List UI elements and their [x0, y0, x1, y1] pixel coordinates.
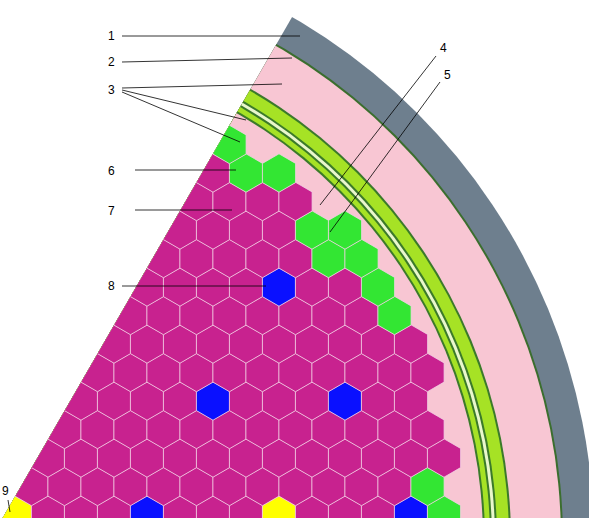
thin-liner [0, 0, 563, 518]
leader-line [330, 82, 440, 232]
band-line [0, 33, 497, 518]
leader-line [122, 92, 240, 142]
reflector-band [0, 0, 561, 518]
leader-line [320, 56, 436, 205]
band-line [0, 19, 511, 518]
gap-band [0, 35, 495, 518]
core-region [0, 47, 483, 518]
green-band [0, 21, 509, 518]
green-assembly [262, 154, 295, 192]
leader-line [135, 210, 232, 211]
callout-number: 5 [444, 68, 451, 82]
callout-number: 4 [440, 41, 447, 55]
leader-line [8, 500, 10, 512]
leader-lines [8, 36, 440, 512]
callout-number: 8 [108, 279, 115, 293]
callout-number: 7 [108, 204, 115, 218]
callout-number: 6 [108, 164, 115, 178]
leader-line [135, 170, 236, 171]
leader-line [122, 90, 246, 120]
green-assembly [213, 125, 246, 163]
band-line [0, 45, 485, 518]
band-line [0, 38, 492, 518]
callout-number: 9 [2, 484, 9, 498]
leader-line [122, 84, 282, 88]
callout-number: 2 [108, 55, 115, 69]
callout-number: 3 [108, 83, 115, 97]
leader-line [122, 286, 266, 287]
leader-line [122, 58, 292, 62]
leader-line [122, 36, 300, 37]
callout-number: 1 [108, 29, 115, 43]
green-assembly [328, 211, 361, 249]
fuel-lattice [0, 125, 461, 518]
green-band [0, 40, 490, 518]
